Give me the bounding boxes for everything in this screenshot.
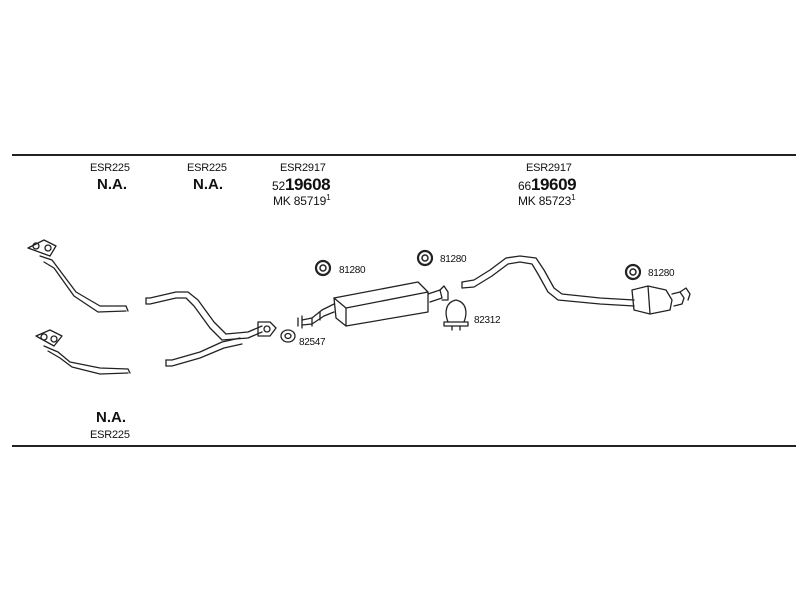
col1-status: N.A. <box>97 176 127 193</box>
col3-mk-number: MK 857191 <box>273 193 331 208</box>
col4-code: ESR2917 <box>526 162 572 174</box>
rubber-mount-icon <box>416 249 434 267</box>
col3-code: ESR2917 <box>280 162 326 174</box>
col4-mk-prefix: MK <box>518 194 536 208</box>
rubber-mount-2-number: 81280 <box>440 254 467 265</box>
clamp-number: 82312 <box>474 315 501 326</box>
col1-code: ESR225 <box>90 162 130 174</box>
rubber-mount-1-number: 81280 <box>339 265 366 276</box>
col4-part-main: 19609 <box>530 175 577 194</box>
col3-part-number: 5219608 <box>272 175 331 194</box>
col3-mk-sup: 1 <box>326 193 331 202</box>
col3-part-prefix: 52 <box>272 179 285 193</box>
col3-mk-prefix: MK <box>273 194 291 208</box>
center-silencer <box>297 281 449 329</box>
gasket-icon <box>280 329 296 343</box>
col2-code: ESR225 <box>187 162 227 174</box>
clamp-icon <box>443 299 469 331</box>
col2-status: N.A. <box>193 176 223 193</box>
col3-mk-value: 85719 <box>293 194 327 208</box>
bottom-left-code: ESR225 <box>90 429 130 441</box>
bottom-divider <box>12 445 796 447</box>
col3-part-main: 19608 <box>284 175 331 194</box>
rubber-mount-icon <box>624 263 642 281</box>
col4-part-prefix: 66 <box>518 179 531 193</box>
y-pipe <box>145 291 277 367</box>
rubber-mount-icon <box>314 259 332 277</box>
gasket-number: 82547 <box>299 337 326 348</box>
top-divider <box>12 154 796 156</box>
rear-pipe <box>461 255 635 307</box>
bottom-left-status: N.A. <box>96 409 126 426</box>
rear-silencer <box>631 285 691 315</box>
rubber-mount-3-number: 81280 <box>648 268 675 279</box>
col4-mk-value: 85723 <box>538 194 572 208</box>
col4-mk-number: MK 857231 <box>518 193 576 208</box>
col4-mk-sup: 1 <box>571 193 576 202</box>
front-pipe-upper <box>27 239 129 313</box>
col4-part-number: 6619609 <box>518 175 577 194</box>
front-pipe-lower <box>35 329 131 375</box>
